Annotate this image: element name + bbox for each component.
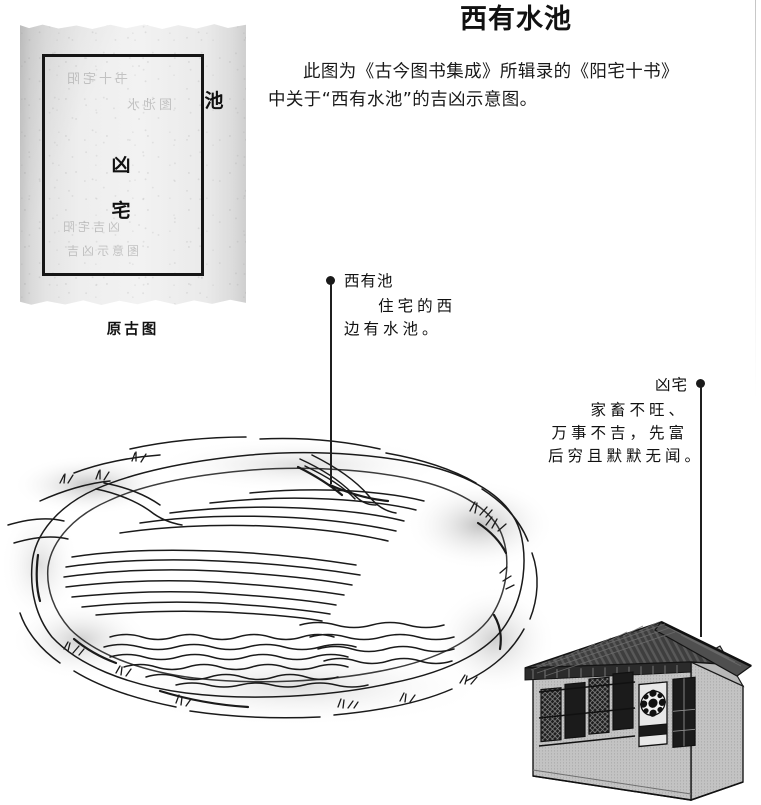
intro-paragraph: 此图为《古今图书集成》所辑录的《阳宅十书》 中关于“西有水池”的吉凶示意图。 xyxy=(268,58,720,114)
ancient-figure-caption: 原古图 xyxy=(106,322,160,338)
left-callout-dot xyxy=(326,276,335,285)
annotation-west-pond-title: 西有池 xyxy=(344,272,394,290)
annotation-inauspicious-house: 凶宅 家畜不旺、 万事不吉，先富 后穷且默默无闻。 xyxy=(548,375,705,468)
ancient-pond-label: 池 xyxy=(204,90,224,112)
ancient-inside-label-char-1: 凶 xyxy=(111,154,131,176)
annotation-west-pond-line-1: 住宅的西 xyxy=(378,297,457,315)
annotation-inauspicious-house-line-2: 万事不吉，先富 xyxy=(551,424,688,442)
annotation-inauspicious-house-body: 家畜不旺、 万事不吉，先富 后穷且默默无闻。 xyxy=(548,399,705,468)
annotation-inauspicious-house-line-3: 后穷且默默无闻。 xyxy=(548,447,705,465)
annotation-inauspicious-house-line-1: 家畜不旺、 xyxy=(590,401,688,419)
ancient-inside-label: 凶 宅 xyxy=(106,142,136,234)
water-pond-drawing xyxy=(0,436,557,727)
scan-edge-artifact xyxy=(755,0,756,400)
ancient-figure-paper xyxy=(20,22,246,306)
left-callout-line xyxy=(330,284,332,484)
page-title: 西有水池 xyxy=(460,4,572,35)
ancient-inside-label-char-2: 宅 xyxy=(111,200,131,222)
intro-line-2: 中关于“西有水池”的吉凶示意图。 xyxy=(268,90,538,110)
annotation-west-pond-body: 住宅的西 边有水池。 xyxy=(344,295,494,341)
ancient-figure-grain xyxy=(20,22,246,306)
intro-line-1: 此图为《古今图书集成》所辑录的《阳宅十书》 xyxy=(303,62,679,82)
ancient-figure: 书十宅阳 图池水 凶吉宅阳 图意示凶吉 池 凶 宅 xyxy=(20,22,246,306)
annotation-west-pond-line-2: 边有水池。 xyxy=(344,320,442,338)
ancient-figure-top-edge xyxy=(20,22,246,29)
annotation-west-pond: 西有池 住宅的西 边有水池。 xyxy=(344,271,494,341)
traditional-house-drawing xyxy=(524,620,753,801)
ancient-house-boundary-box xyxy=(42,54,204,276)
right-callout-dot xyxy=(696,379,705,388)
annotation-inauspicious-house-title: 凶宅 xyxy=(654,376,688,394)
right-callout-line xyxy=(700,387,702,637)
